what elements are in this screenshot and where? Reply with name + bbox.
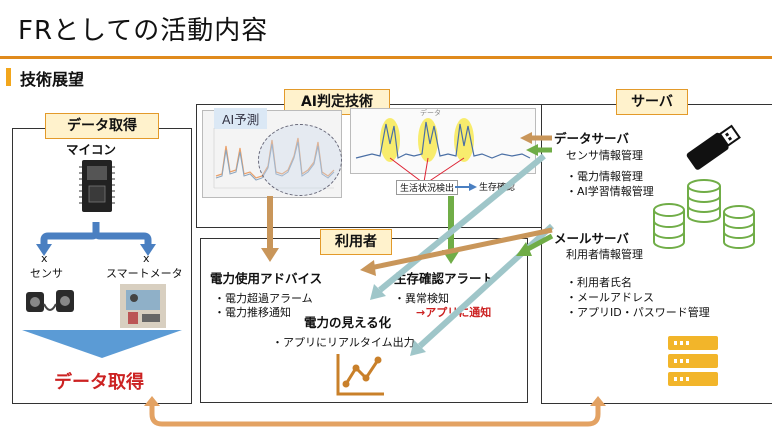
feedback-loop-arrow <box>144 396 606 427</box>
mail-item-3: ・アプリID・パスワード管理 <box>566 306 710 319</box>
advice-item-1: ・電力超過アラーム <box>214 292 313 305</box>
visualization-title: 電力の見える化 <box>304 315 392 330</box>
microcontroller-label: マイコン <box>66 142 117 157</box>
server-panel <box>541 104 772 404</box>
usb-drive-icon <box>686 124 741 170</box>
data-item-2: ・AI学習情報管理 <box>566 185 654 198</box>
advice-title: 電力使用アドバイス <box>210 271 323 286</box>
user-info-label: 利用者情報管理 <box>566 248 643 261</box>
data-flow-arrows <box>360 132 555 356</box>
title-divider <box>0 56 772 59</box>
visualization-item: ・アプリにリアルタイム出力 <box>272 336 415 349</box>
data-acquisition-footer: データ取得 <box>54 372 144 393</box>
detection-line <box>355 118 531 162</box>
advice-down-arrow <box>261 196 279 262</box>
smart-meter-icon <box>120 284 166 328</box>
alert-item: ・異常検知 <box>394 292 449 305</box>
meter-x: x <box>143 252 150 265</box>
ai-prediction-label: AI予測 <box>214 108 268 129</box>
data-acquisition-tag: データ取得 <box>45 113 159 139</box>
database-icon <box>653 179 755 249</box>
data-item-1: ・電力情報管理 <box>566 170 643 183</box>
alert-title: 生存確認アラート <box>394 271 495 286</box>
microcontroller-icon <box>79 160 115 212</box>
user-tag: 利用者 <box>320 229 392 255</box>
detection-connectors <box>389 157 465 183</box>
survival-arrow <box>455 183 477 191</box>
mail-server-title: メールサーバ <box>554 231 629 246</box>
section-marker <box>6 68 11 86</box>
split-arrow <box>36 222 156 256</box>
prediction-highlight-ellipse <box>258 124 342 196</box>
mail-item-2: ・メールアドレス <box>566 291 654 304</box>
down-arrow <box>22 330 182 358</box>
advice-item-2: ・電力推移通知 <box>214 306 291 319</box>
sensor-x: x <box>41 252 48 265</box>
sensor-info-label: センサ情報管理 <box>566 149 643 162</box>
server-tag: サーバ <box>616 89 688 115</box>
smart-meter-label: スマートメータ <box>106 267 183 280</box>
survival-check-label: 生存確認 <box>479 183 516 193</box>
user-panel <box>200 238 528 403</box>
server-rack-icon <box>668 336 718 386</box>
mail-item-1: ・利用者氏名 <box>566 276 632 289</box>
section-title: 技術展望 <box>20 70 85 89</box>
current-sensor-icon <box>26 290 74 312</box>
data-server-title: データサーバ <box>554 131 629 146</box>
line-chart-icon <box>336 354 384 396</box>
sensor-label: センサ <box>30 267 63 280</box>
page-title: FRとしての活動内容 <box>18 16 269 46</box>
detection-chart-title: データ <box>420 109 441 117</box>
